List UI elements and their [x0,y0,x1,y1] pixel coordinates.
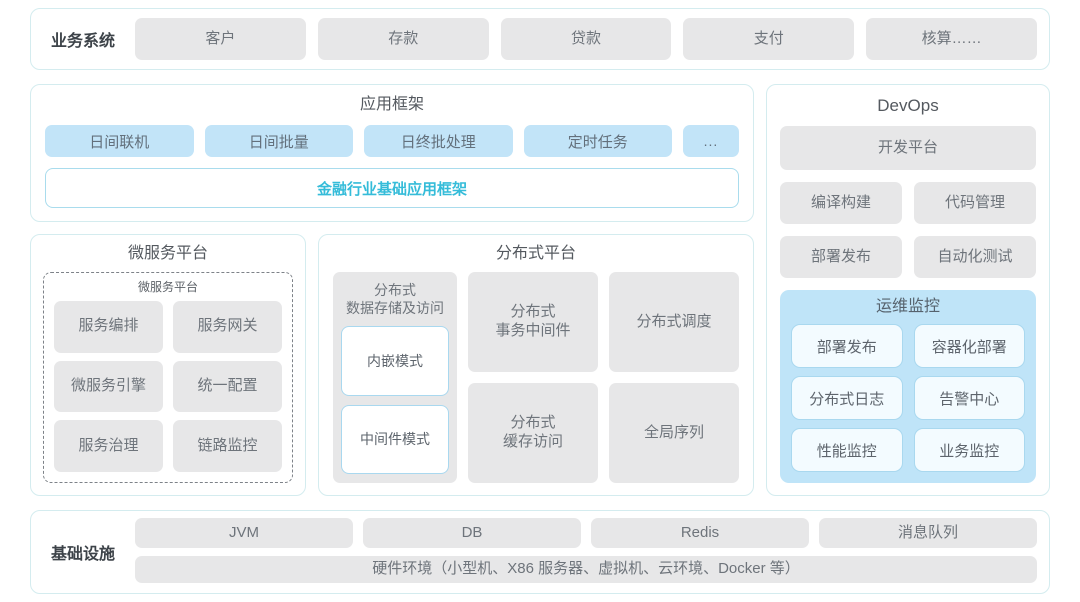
ops-monitoring-grid: 部署发布 容器化部署 分布式日志 告警中心 性能监控 业务监控 [791,324,1025,472]
distributed-cache-access[interactable]: 分布式 缓存访问 [468,383,598,483]
distributed-transaction-middleware-line1: 分布式 [510,303,556,321]
infra-item-redis[interactable]: Redis [591,518,809,548]
infra-item-jvm[interactable]: JVM [135,518,353,548]
distributed-platform-grid: 分布式 事务中间件 分布式调度 分布式 缓存访问 [468,272,739,483]
business-system-label: 业务系统 [50,33,115,50]
infrastructure-chip-row: JVM DB Redis 消息队列 [135,518,1037,548]
app-chip-eod-batch[interactable]: 日终批处理 [364,125,513,157]
infra-hardware-environment[interactable]: 硬件环境（小型机、X86 服务器、虚拟机、云环境、Docker 等） [135,556,1037,583]
ops-performance-monitoring[interactable]: 性能监控 [791,428,903,472]
distributed-cache-access-line2: 缓存访问 [502,433,563,450]
distributed-mode-embedded[interactable]: 内嵌模式 [341,326,449,396]
micro-item-service-governance[interactable]: 服务治理 [54,420,163,472]
app-framework-chip-row: 日间联机 日间批量 日终批处理 定时任务 ... [45,125,739,157]
app-chip-daytime-batch[interactable]: 日间批量 [204,125,353,157]
distributed-data-storage-caption-line1: 分布式 [374,282,416,298]
distributed-global-sequence[interactable]: 全局序列 [609,383,739,483]
distributed-cache-access-line1: 分布式 [510,414,556,432]
app-chip-scheduled-task[interactable]: 定时任务 [523,125,672,157]
devops-code-management[interactable]: 代码管理 [914,182,1036,224]
distributed-platform-body: 分布式 数据存储及访问 内嵌模式 中间件模式 分布式 事务中间件 [333,272,739,483]
business-system-chip-row: 客户 存款 贷款 支付 核算…… [135,18,1037,60]
distributed-data-storage-block[interactable]: 分布式 数据存储及访问 内嵌模式 中间件模式 [333,272,457,483]
micro-item-trace-monitoring[interactable]: 链路监控 [173,420,282,472]
middle-section: 应用框架 日间联机 日间批量 日终批处理 定时任务 ... 金融行业基础应用框架… [30,84,1050,496]
devops-panel: DevOps 开发平台 编译构建 代码管理 部署发布 自动化测试 运维监控 部署… [766,84,1050,496]
devops-compile-build[interactable]: 编译构建 [780,182,902,224]
micro-item-service-gateway[interactable]: 服务网关 [173,301,282,353]
ops-alert-center[interactable]: 告警中心 [913,376,1025,420]
devops-dev-platform[interactable]: 开发平台 [780,126,1036,170]
distributed-scheduling[interactable]: 分布式调度 [609,272,739,372]
infrastructure-stack: JVM DB Redis 消息队列 硬件环境（小型机、X86 服务器、虚拟机、云… [135,518,1037,586]
microservice-item-grid: 服务编排 服务网关 微服务引擎 统一配置 服务治理 链路监控 [54,301,282,472]
app-framework-banner: 金融行业基础应用框架 [45,168,739,208]
app-chip-more[interactable]: ... [683,125,739,157]
business-item-deposit[interactable]: 存款 [317,18,489,60]
devops-column: DevOps 开发平台 编译构建 代码管理 部署发布 自动化测试 运维监控 部署… [766,84,1050,496]
devops-deploy-release[interactable]: 部署发布 [780,236,902,278]
infrastructure-label: 基础设施 [50,546,115,563]
ops-container-deploy[interactable]: 容器化部署 [913,324,1025,368]
infrastructure-hardware-row: 硬件环境（小型机、X86 服务器、虚拟机、云环境、Docker 等） [135,556,1037,586]
distributed-data-storage-caption: 分布式 数据存储及访问 [341,281,449,317]
devops-automated-test[interactable]: 自动化测试 [914,236,1036,278]
ops-distributed-log[interactable]: 分布式日志 [791,376,903,420]
app-framework-panel: 应用框架 日间联机 日间批量 日终批处理 定时任务 ... 金融行业基础应用框架 [30,84,754,222]
business-item-customer[interactable]: 客户 [135,18,306,60]
infrastructure-panel: 基础设施 JVM DB Redis 消息队列 硬件环境（小型机、X86 服务器、… [30,510,1050,594]
business-item-payment[interactable]: 支付 [683,18,855,60]
middle-left-column: 应用框架 日间联机 日间批量 日终批处理 定时任务 ... 金融行业基础应用框架… [30,84,754,496]
devops-title: DevOps [877,96,939,115]
infra-item-message-queue[interactable]: 消息队列 [819,518,1037,548]
ops-deploy-release[interactable]: 部署发布 [791,324,903,368]
infra-item-db[interactable]: DB [363,518,581,548]
distributed-data-storage-caption-line2: 数据存储及访问 [346,300,444,317]
ops-business-monitoring[interactable]: 业务监控 [913,428,1025,472]
distributed-platform-title: 分布式平台 [495,245,576,262]
business-item-accounting[interactable]: 核算…… [866,18,1037,60]
business-item-loan[interactable]: 贷款 [500,18,672,60]
devops-pairs-grid: 编译构建 代码管理 部署发布 自动化测试 [780,182,1036,278]
app-framework-title: 应用框架 [359,96,424,113]
microservice-platform-title: 微服务平台 [127,245,208,262]
distributed-platform-panel: 分布式平台 分布式 数据存储及访问 内嵌模式 中间件模式 [318,234,754,496]
app-chip-daytime-online[interactable]: 日间联机 [45,125,194,157]
distributed-transaction-middleware[interactable]: 分布式 事务中间件 [468,272,598,372]
micro-item-unified-config[interactable]: 统一配置 [173,360,282,413]
microservice-platform-panel: 微服务平台 微服务平台 服务编排 服务网关 微服务引擎 统一配置 服务治理 链路… [30,234,306,496]
micro-item-service-orchestration[interactable]: 服务编排 [54,301,163,353]
platforms-row: 微服务平台 微服务平台 服务编排 服务网关 微服务引擎 统一配置 服务治理 链路… [30,234,754,496]
distributed-mode-middleware[interactable]: 中间件模式 [341,404,449,474]
ops-monitoring-title: 运维监控 [875,298,940,315]
micro-item-microservice-engine[interactable]: 微服务引擎 [54,360,163,413]
ops-monitoring-panel: 运维监控 部署发布 容器化部署 分布式日志 告警中心 性能监控 业务监控 [780,290,1036,483]
distributed-transaction-middleware-line2: 事务中间件 [495,322,571,339]
microservice-inner-title: 微服务平台 [137,280,198,294]
microservice-inner-dashed-box: 微服务平台 服务编排 服务网关 微服务引擎 统一配置 服务治理 链路监控 [43,272,293,483]
business-system-panel: 业务系统 客户 存款 贷款 支付 核算…… [30,8,1050,70]
